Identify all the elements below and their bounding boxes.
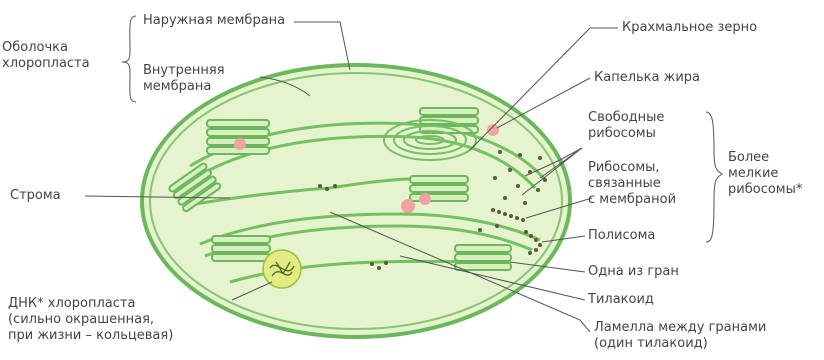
- label-starch-grain: Крахмальное зерно: [622, 20, 757, 36]
- chloroplast-dna: [263, 250, 301, 288]
- label-free-ribosomes-line1: Свободные: [588, 110, 664, 126]
- label-smaller-ribosomes-line1: Более: [728, 150, 802, 166]
- label-dna-line2: (сильно окрашенная,: [8, 312, 173, 328]
- label-dna-line3: при жизни – кольцевая): [8, 328, 173, 344]
- label-lamella-line2: (один тилакоид): [594, 336, 766, 352]
- label-smaller-ribosomes-line2: мелкие: [728, 166, 802, 182]
- label-free-ribosomes-line2: рибосомы: [588, 126, 664, 142]
- label-smaller-ribosomes: Более мелкие рибосомы*: [728, 150, 802, 198]
- label-lipid-droplet: Капелька жира: [594, 70, 700, 86]
- granum-lower-right: [455, 245, 511, 270]
- label-free-ribosomes: Свободные рибосомы: [588, 110, 664, 142]
- label-outer-membrane: Наружная мембрана: [143, 13, 285, 29]
- label-granum: Одна из гран: [588, 264, 679, 280]
- label-lamella: Ламелла между гранами (один тилакоид): [594, 320, 766, 352]
- label-dna-line1: ДНК* хлоропласта: [8, 296, 173, 312]
- granum-middle: [410, 176, 468, 201]
- label-envelope: Оболочка хлоропласта: [2, 40, 90, 72]
- label-envelope-line2: хлоропласта: [2, 56, 90, 72]
- label-inner-membrane-line2: мембрана: [143, 79, 225, 95]
- label-inner-membrane-line1: Внутренняя: [143, 63, 225, 79]
- label-bound-ribosomes: Рибосомы, связанные с мембраной: [588, 160, 676, 208]
- label-lamella-line1: Ламелла между гранами: [594, 320, 766, 336]
- label-smaller-ribosomes-line3: рибосомы*: [728, 182, 802, 198]
- label-bound-ribosomes-line1: Рибосомы,: [588, 160, 676, 176]
- label-bound-ribosomes-line2: связанные: [588, 176, 676, 192]
- label-dna: ДНК* хлоропласта (сильно окрашенная, при…: [8, 296, 173, 344]
- label-thylakoid: Тилакоид: [588, 292, 654, 308]
- label-stroma: Строма: [10, 188, 61, 204]
- label-envelope-line1: Оболочка: [2, 40, 90, 56]
- label-bound-ribosomes-line3: с мембраной: [588, 192, 676, 208]
- label-inner-membrane: Внутренняя мембрана: [143, 63, 225, 95]
- granum-lower-left: [212, 236, 270, 261]
- label-polysome: Полисома: [588, 228, 655, 244]
